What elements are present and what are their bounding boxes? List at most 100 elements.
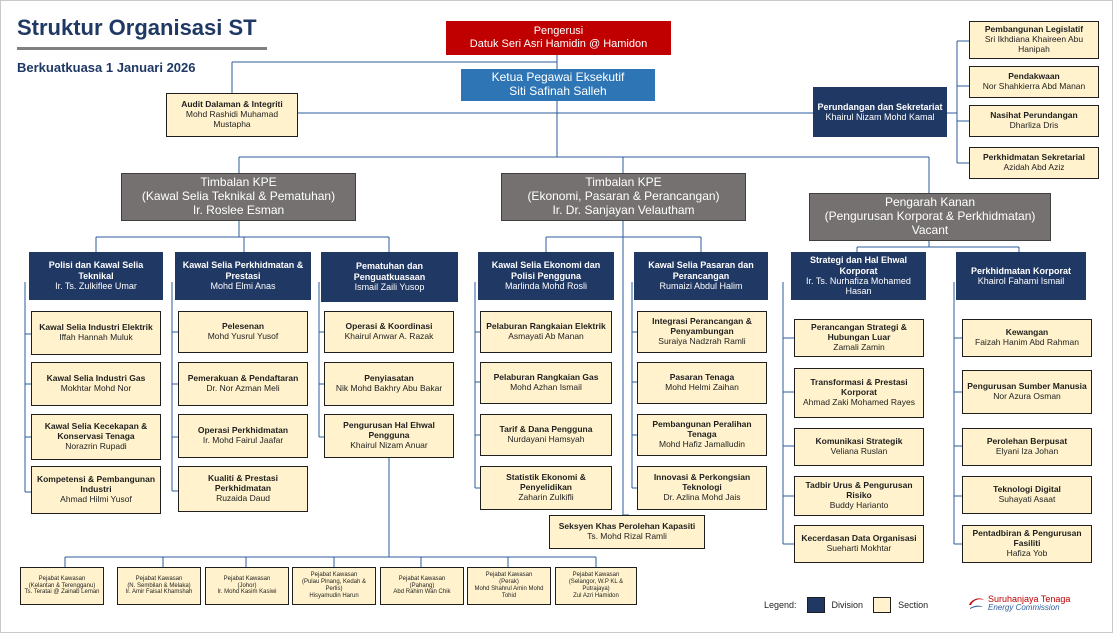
section-head: Zamali Zamin [833, 341, 885, 352]
section-head: Suhayati Asaat [998, 494, 1056, 504]
section-box: Kompetensi & Pembangunan Industri Ahmad … [31, 466, 161, 514]
section-box: Kawal Selia Industri Elektrik Iffah Hann… [31, 311, 161, 355]
deputy-title: Timbalan KPE [585, 175, 662, 190]
division-title: Kawal Selia Perkhidmatan & Prestasi [182, 260, 304, 281]
deputy-name: Ir. Roslee Esman [192, 202, 285, 217]
section-head: Elyani Iza Johan [995, 446, 1059, 456]
section-head: Ruzaida Daud [216, 492, 270, 503]
logo-name: Suruhanjaya Tenaga [988, 594, 1071, 604]
section-title: Perkhidmatan Sekretarial [982, 152, 1086, 163]
division-box: Polisi dan Kawal Selia Teknikal Ir. Ts. … [29, 252, 163, 300]
section-title: Pelaburan Rangkaian Elektrik [486, 321, 606, 332]
section-box: Penyiasatan Nik Mohd Bakhry Abu Bakar [324, 362, 454, 406]
division-head: Mohd Elmi Anas [210, 281, 276, 292]
section-head: Khairul Nizam Anuar [350, 439, 428, 450]
division-title: Kawal Selia Pasaran dan Perancangan [648, 260, 754, 281]
section-head: Mokhtar Mohd Nor [60, 383, 132, 393]
office-head: Hisyamudin Harun [309, 592, 359, 599]
regional-office: Pejabat Kawasan (Selangor, W.P KL & Putr… [555, 567, 637, 605]
section-box: Statistik Ekonomi & Penyelidikan Zaharin… [480, 466, 612, 510]
section-legal: Pembangunan Legislatif Sri Ikhdiana Khai… [969, 21, 1099, 59]
regional-office: Pejabat Kawasan (Perak) Mohd Shahrul Ami… [467, 567, 551, 605]
section-box: Pengurusan Sumber Manusia Nor Azura Osma… [962, 370, 1092, 414]
section-box: Perancangan Strategi & Hubungan Luar Zam… [794, 319, 924, 357]
logo-text: Suruhanjaya Tenaga Energy Commission [988, 594, 1071, 613]
deputy-title: Timbalan KPE [200, 175, 277, 190]
section-title: Tadbir Urus & Pengurusan Risiko [805, 480, 913, 501]
division-head: Marlinda Mohd Rosli [504, 281, 588, 292]
energy-commission-swoosh-icon [969, 598, 984, 609]
division-title: Strategi dan Hal Ehwal Korporat [809, 255, 908, 276]
division-head: Ir. Ts. Nurhafiza Mohamed Hasan [806, 276, 911, 297]
section-title: Penyiasatan [364, 373, 414, 384]
division-head: Ir. Ts. Zulkiflee Umar [55, 281, 137, 292]
legend-division-swatch [806, 597, 825, 613]
section-title: Pelesenan [221, 321, 265, 332]
legend-label: Legend: [764, 600, 797, 610]
division-head: Khairol Fahami Ismail [977, 276, 1065, 286]
section-title: Teknologi Digital [993, 484, 1061, 495]
regional-office: Pejabat Kawasan (N. Sembilan & Melaka) I… [117, 567, 201, 605]
section-head: Norazrin Rupadi [65, 440, 127, 451]
section-box: Tarif & Dana Pengguna Nurdayani Hamsyah [480, 414, 612, 456]
deputy-technical: Timbalan KPE (Kawal Selia Teknikal & Pem… [121, 173, 356, 221]
section-head: Faizah Hanim Abd Rahman [975, 337, 1079, 347]
section-title: Kompetensi & Pembangunan Industri [36, 474, 156, 495]
section-head: Hafiza Yob [1006, 547, 1048, 558]
section-title: Kawal Selia Industri Gas [46, 373, 146, 384]
section-title: Pengurusan Sumber Manusia [967, 381, 1087, 392]
deputy-name: Ir. Dr. Sanjayan Velautham [552, 202, 695, 217]
regional-office: Pejabat Kawasan (Kelantan & Terengganu) … [20, 567, 104, 605]
office-head: Ir. Amir Faisal Khamshah [125, 589, 193, 596]
section-box: Transformasi & Prestasi Korporat Ahmad Z… [794, 368, 924, 418]
deputy-economic: Timbalan KPE (Ekonomi, Pasaran & Peranca… [501, 173, 746, 221]
section-head: Mohd Hafiz Jamalludin [659, 438, 745, 449]
office-head: Abd Rahim Wan Chik [393, 589, 451, 596]
section-box: Kecerdasan Data Organisasi Sueharti Mokh… [794, 525, 924, 563]
section-box: Pemerakuan & Pendaftaran Dr. Nor Azman M… [178, 362, 308, 406]
section-box: Pengurusan Hal Ehwal Pengguna Khairul Ni… [324, 414, 454, 458]
office-region: (Perak) [499, 579, 519, 586]
section-title: Pentadbiran & Pengurusan Fasiliti [972, 528, 1082, 549]
division-head: Rumaizi Abdul Halim [659, 281, 743, 292]
division-box: Pematuhan dan Penguatkuasaan Ismail Zail… [321, 252, 458, 302]
section-head: Zaharin Zulkifli [518, 491, 574, 502]
deputy-portfolio: (Kawal Selia Teknikal & Pematuhan) [141, 189, 336, 204]
office-title: Pejabat Kawasan [38, 575, 86, 582]
section-head: Khairul Anwar A. Razak [344, 331, 434, 341]
office-region: (N. Sembilan & Melaka) [127, 582, 191, 589]
legend-division-label: Division [831, 600, 864, 610]
section-head: Dharliza Dris [1009, 120, 1059, 130]
audit-title: Audit Dalaman & Integriti [181, 99, 283, 110]
ceo-box: Ketua Pegawai Eksekutif Siti Safinah Sal… [461, 69, 655, 101]
senior-director-corporate: Pengarah Kanan (Pengurusan Korporat & Pe… [809, 193, 1051, 241]
legend-section-label: Section [898, 600, 929, 610]
section-title: Nasihat Perundangan [990, 110, 1078, 121]
deputy-portfolio: (Pengurusan Korporat & Perkhidmatan) [824, 209, 1036, 224]
chair-role: Pengerusi [533, 25, 584, 38]
division-title: Perkhidmatan Korporat [970, 265, 1072, 276]
section-head: Buddy Harianto [829, 499, 889, 510]
office-title: Pejabat Kawasan [572, 572, 620, 579]
section-box: Kawal Selia Industri Gas Mokhtar Mohd No… [31, 362, 161, 406]
section-box: Operasi Perkhidmatan Ir. Mohd Fairul Jaa… [178, 414, 308, 458]
division-title: Polisi dan Kawal Selia Teknikal [48, 260, 144, 281]
section-box: Pembangunan Peralihan Tenaga Mohd Hafiz … [637, 414, 767, 456]
effective-date: Berkuatkuasa 1 Januari 2026 [17, 60, 196, 75]
section-title: Perancangan Strategi & Hubungan Luar [811, 322, 907, 343]
section-title: Komunikasi Strategik [815, 436, 903, 447]
section-legal: Nasihat Perundangan Dharliza Dris [969, 105, 1099, 137]
section-box: Pasaran Tenaga Mohd Helmi Zaihan [637, 362, 767, 404]
office-title: Pejabat Kawasan [398, 575, 446, 582]
logo-name-en: Energy Commission [988, 603, 1060, 613]
section-head: Nor Azura Osman [993, 391, 1061, 401]
section-box: Tadbir Urus & Pengurusan Risiko Buddy Ha… [794, 476, 924, 516]
chair-box: Pengerusi Datuk Seri Asri Hamidin @ Hami… [446, 21, 671, 55]
division-box: Kawal Selia Pasaran dan Perancangan Ruma… [634, 252, 768, 300]
office-region: (Kelantan & Terengganu) [28, 582, 96, 589]
section-head: Veliana Ruslan [830, 446, 888, 456]
section-box: Operasi & Koordinasi Khairul Anwar A. Ra… [324, 311, 454, 353]
section-title: Pembangunan Legislatif [984, 24, 1084, 35]
section-head: Nik Mohd Bakhry Abu Bakar [335, 383, 443, 393]
section-title: Kecerdasan Data Organisasi [801, 533, 917, 544]
